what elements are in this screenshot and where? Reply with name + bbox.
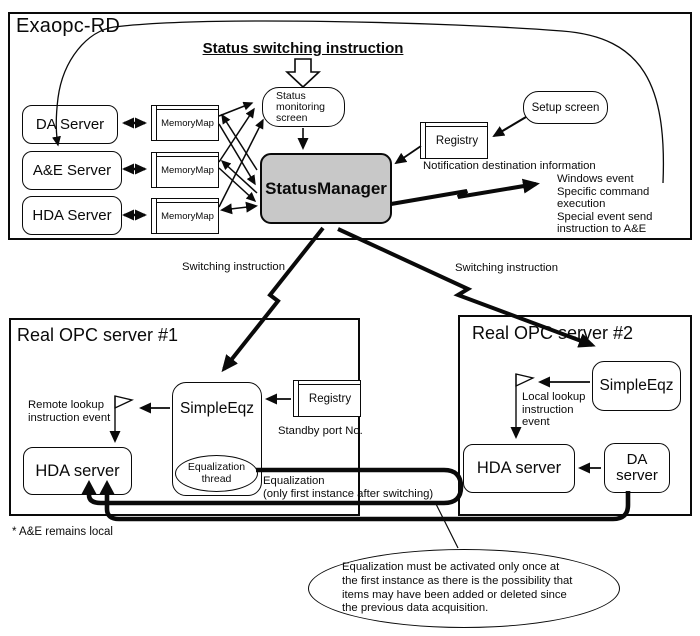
hda-server-1-label: HDA server [35,461,120,480]
memorymap-box-1: MemoryMap [151,105,219,141]
equalization-thread-label: Equalization thread [187,461,246,485]
registry-label: Registry [435,134,479,147]
setup-screen-label: Setup screen [531,101,600,114]
notification-caption: Notification destination information [423,160,596,172]
standby-port-label: Standby port No. [278,425,363,437]
memorymap-box-2: MemoryMap [151,152,219,188]
hda-server-2-box: HDA server [463,444,575,493]
registry-top-icon [424,126,487,128]
footnote: * A&E remains local [12,526,113,538]
da-server-2-label: DA server [616,451,658,484]
memorymap-spine-icon [155,199,157,233]
memorymap-label: MemoryMap [161,210,214,222]
memorymap-top-icon [155,156,218,158]
equalization-label: Equalization (only first instance after … [263,475,434,500]
note-ellipse: Equalization must be activated only once… [308,549,620,628]
registry-label: Registry [308,392,352,405]
status-monitoring-screen-label: Status monitoring screen [276,90,326,124]
note-text: Equalization must be activated only once… [342,561,573,615]
da-server-box: DA Server [22,105,118,144]
setup-screen: Setup screen [523,91,608,124]
exaopc-rd-title: Exaopc-RD [16,15,121,37]
registry-top-icon [297,384,360,386]
registry-spine-icon [297,381,299,416]
remote-lookup-label: Remote lookup instruction event [28,399,111,424]
hda-server-label: HDA Server [32,207,112,224]
simpleeqz-label: SimpleEqz [179,400,255,417]
hda-server-2-label: HDA server [476,459,562,477]
equalization-thread-ellipse: Equalization thread [175,455,258,492]
memorymap-box-3: MemoryMap [151,198,219,234]
hda-server-1-box: HDA server [23,447,132,495]
status-manager-label: StatusManager [265,178,387,198]
note-connector-line [435,503,459,549]
real-opc-server-2-title: Real OPC server #2 [472,323,634,343]
notification-targets: Windows event Specific command execution… [557,173,653,236]
status-manager-box: StatusManager [260,153,392,224]
simpleeqz-label: SimpleEqz [599,377,674,394]
status-switching-instruction-title: Status switching instruction [202,40,404,57]
da-server-2-box: DA server [604,443,670,493]
da-server-label: DA Server [35,116,105,133]
memorymap-top-icon [155,202,218,204]
switching-instruction-right: Switching instruction [455,262,558,274]
memorymap-spine-icon [155,106,157,140]
ae-server-label: A&E Server [32,162,112,179]
registry-spine-icon [424,123,426,158]
memorymap-spine-icon [155,153,157,187]
memorymap-label: MemoryMap [161,117,214,129]
switching-instruction-left: Switching instruction [182,261,285,273]
registry-box-1: Registry [293,380,361,417]
local-lookup-label: Local lookup instruction event [522,391,586,429]
simpleeqz-box-2: SimpleEqz [592,361,681,411]
real-opc-server-1-title: Real OPC server #1 [17,325,179,345]
registry-box-top: Registry [420,122,488,159]
ae-server-box: A&E Server [22,151,122,190]
hda-server-box: HDA Server [22,196,122,235]
memorymap-top-icon [155,109,218,111]
memorymap-label: MemoryMap [161,164,214,176]
status-monitoring-screen: Status monitoring screen [262,87,345,127]
